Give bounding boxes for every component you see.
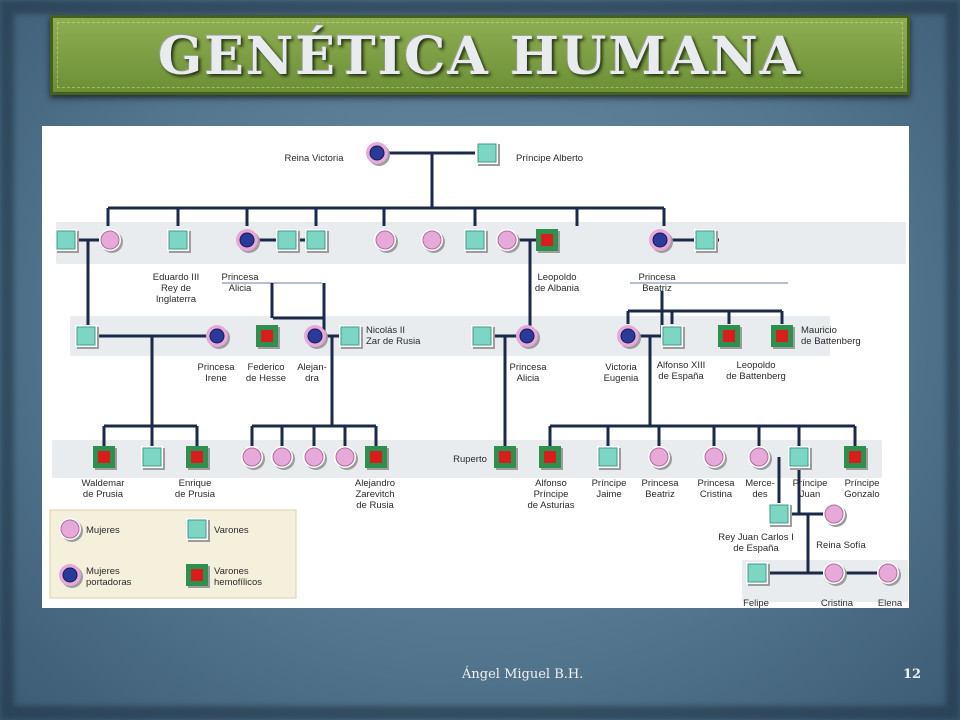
elena-symbol xyxy=(877,562,901,586)
slide-author: Ángel Miguel B.H. xyxy=(462,667,584,682)
label-princesa-irene: Princesa Irene xyxy=(197,362,235,384)
victoria-eugenia-symbol xyxy=(617,325,641,349)
label-cristina-1: Princesa Cristina xyxy=(697,478,735,500)
label-gonzalo: Príncipe Gonzalo xyxy=(844,478,880,500)
label-mercedes: Merce- des xyxy=(745,478,775,500)
label-alejandro: Alejandro Zarevitch de Rusia xyxy=(354,478,396,511)
label-reina-victoria: Reina Victoria xyxy=(284,153,344,164)
label-juan: Príncipe Juan xyxy=(792,478,828,500)
alfonso-asturias-symbol xyxy=(539,446,563,470)
label-princesa-beatriz-1: Princesa Beatriz xyxy=(638,272,676,294)
princesa-alicia-symbol xyxy=(236,229,260,253)
label-alejandra: Alejan- dra xyxy=(297,362,327,384)
label-princesa-alicia-2: Princesa Alicia xyxy=(509,362,547,384)
juan-symbol xyxy=(788,446,812,470)
legend-label-mujeres: Mujeres xyxy=(86,525,120,536)
prince-symbol xyxy=(464,229,488,253)
label-federico-hesse: Federico de Hesse xyxy=(245,362,287,384)
label-enrique: Enrique de Prusia xyxy=(174,478,216,500)
label-victoria-eugenia: Victoria Eugenia xyxy=(603,362,639,384)
legend-hemophiliac-symbol xyxy=(186,564,210,588)
princess-symbol xyxy=(99,229,123,253)
prince-symbol xyxy=(276,229,300,253)
label-leopoldo-battenberg: Leopoldo de Battenberg xyxy=(726,360,786,382)
slide-page-number: 12 xyxy=(903,667,922,682)
prince-symbol xyxy=(471,325,495,349)
princess-symbol xyxy=(496,229,520,253)
felipe-symbol xyxy=(746,562,770,586)
legend-female-symbol xyxy=(59,518,83,542)
label-elena: Elena xyxy=(877,598,903,609)
alejandra-symbol xyxy=(304,325,328,349)
princess-symbol xyxy=(303,446,327,470)
cristina-1-symbol xyxy=(703,446,727,470)
prince-symbol xyxy=(167,229,191,253)
princess-symbol xyxy=(271,446,295,470)
title-banner: GENÉTICA HUMANA xyxy=(50,15,910,95)
jaime-symbol xyxy=(597,446,621,470)
label-princesa-alicia-1: Princesa Alicia xyxy=(221,272,259,294)
principe-alberto-symbol xyxy=(476,142,500,166)
label-cristina-2: Cristina xyxy=(820,598,854,609)
legend-label-varones: Varones xyxy=(214,525,249,536)
princesa-beatriz-symbol xyxy=(649,229,673,253)
eduardo-iii-symbol xyxy=(55,229,79,253)
prince-symbol xyxy=(75,325,99,349)
label-principe-alberto: Príncipe Alberto xyxy=(516,153,584,164)
legend-label-hemofilicos: Varones hemofílicos xyxy=(214,566,263,588)
label-mauricio: Mauricio de Battenberg xyxy=(801,325,861,347)
prince-symbol xyxy=(141,446,165,470)
princesa-beatriz-2-symbol xyxy=(648,446,672,470)
legend-male-symbol xyxy=(186,518,210,542)
nicolas-ii-symbol xyxy=(339,325,363,349)
alfonso-xiii-symbol xyxy=(661,325,685,349)
generation-band xyxy=(742,560,908,602)
label-ruperto: Ruperto xyxy=(453,454,487,465)
label-princesa-beatriz-2: Princesa Beatriz xyxy=(641,478,679,500)
label-reina-sofia: Reina Sofía xyxy=(816,540,866,551)
princess-symbol xyxy=(241,446,265,470)
princesa-alicia-2-symbol xyxy=(516,325,540,349)
legend-label-portadoras: Mujeres portadoras xyxy=(86,566,132,588)
leopoldo-battenberg-symbol xyxy=(718,325,742,349)
label-alfonso-xiii: Alfonso XIII de España xyxy=(656,360,706,382)
label-jaime: Príncipe Jaime xyxy=(591,478,627,500)
waldemar-symbol xyxy=(93,446,117,470)
slide-title: GENÉTICA HUMANA xyxy=(157,26,803,87)
mercedes-symbol xyxy=(748,446,772,470)
cristina-2-symbol xyxy=(823,562,847,586)
princesa-irene-symbol xyxy=(206,325,230,349)
label-felipe: Felipe xyxy=(743,598,769,609)
prince-symbol xyxy=(305,229,329,253)
legend-carrier-symbol xyxy=(59,564,83,588)
mauricio-symbol xyxy=(694,229,718,253)
gonzalo-symbol xyxy=(844,446,868,470)
princess-symbol xyxy=(374,229,398,253)
label-waldemar: Waldemar de Prusia xyxy=(81,478,125,500)
label-leopoldo-albania: Leopoldo de Albania xyxy=(534,272,580,294)
label-nicolas-ii: Nicolás II Zar de Rusia xyxy=(366,325,421,347)
alejandro-symbol xyxy=(365,446,389,470)
princess-symbol xyxy=(334,446,358,470)
juan-carlos-symbol xyxy=(768,503,792,527)
pedigree-diagram: Reina Victoria Príncipe Alberto Eduardo … xyxy=(42,126,909,609)
reina-victoria-symbol xyxy=(366,142,390,166)
mauricio-battenberg-symbol xyxy=(771,325,795,349)
ruperto-symbol xyxy=(494,446,518,470)
princess-symbol xyxy=(421,229,445,253)
label-alfonso-asturias: Alfonso Príncipe de Asturias xyxy=(527,478,575,511)
reina-sofia-symbol xyxy=(823,503,847,527)
legend-box xyxy=(49,509,297,599)
label-juan-carlos: Rey Juan Carlos I de España xyxy=(718,532,794,554)
enrique-symbol xyxy=(186,446,210,470)
federico-hesse-symbol xyxy=(256,325,280,349)
label-eduardo-iii: Eduardo III Rey de Inglaterra xyxy=(152,272,200,305)
leopoldo-albania-symbol xyxy=(536,229,560,253)
pedigree-chart xyxy=(49,142,908,602)
